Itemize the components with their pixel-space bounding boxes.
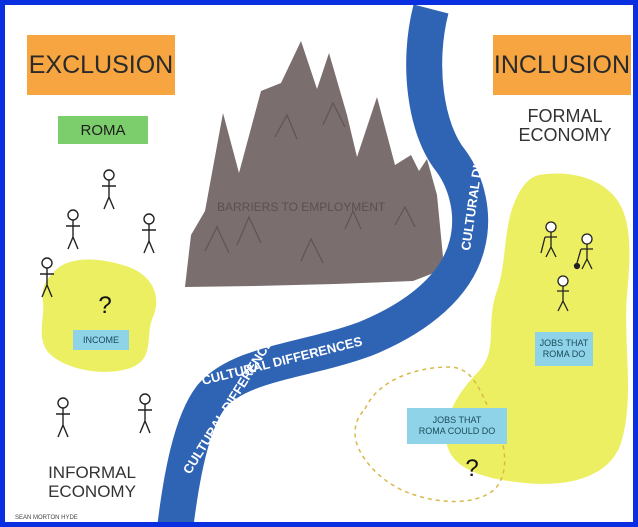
formal-economy-label: FORMAL ECONOMY xyxy=(505,107,625,145)
jobs-roma-could-do-line1: JOBS THAT xyxy=(432,415,482,425)
author-credit: SEAN MORTON HYDE xyxy=(15,515,78,521)
jobs-roma-do-label: JOBS THAT ROMA DO xyxy=(535,332,593,366)
income-question-mark: ? xyxy=(98,292,112,319)
exclusion-label: EXCLUSION xyxy=(27,35,175,95)
income-label: INCOME xyxy=(73,330,129,350)
barriers-mountain xyxy=(185,41,443,287)
roma-label: ROMA xyxy=(58,116,148,144)
formal-economy-island xyxy=(445,173,630,484)
mountain-ridge-lines xyxy=(204,101,416,264)
informal-economy-line1: INFORMAL xyxy=(48,463,136,482)
jobs-roma-do-line2: ROMA DO xyxy=(542,349,586,359)
cultural-differences-river xyxy=(157,5,489,522)
jobs-question-mark: ? xyxy=(465,455,479,482)
roma-figures xyxy=(40,169,156,438)
diagram-canvas: CULTURAL DIFFERENCES CULTURAL DIFFERENCE… xyxy=(40,5,630,522)
informal-economy-label: INFORMAL ECONOMY xyxy=(27,463,157,501)
formal-economy-line2: ECONOMY xyxy=(518,125,612,145)
jobs-roma-do-line1: JOBS THAT xyxy=(539,338,589,348)
informal-economy-line2: ECONOMY xyxy=(48,482,136,501)
jobs-roma-could-do-label: JOBS THAT ROMA COULD DO xyxy=(407,408,507,444)
worker-figures xyxy=(540,221,593,312)
jobs-roma-could-do-line2: ROMA COULD DO xyxy=(418,426,496,436)
inclusion-label: INCLUSION xyxy=(493,35,631,95)
barriers-label: BARRIERS TO EMPLOYMENT xyxy=(217,200,386,214)
formal-economy-line1: FORMAL xyxy=(527,106,603,126)
